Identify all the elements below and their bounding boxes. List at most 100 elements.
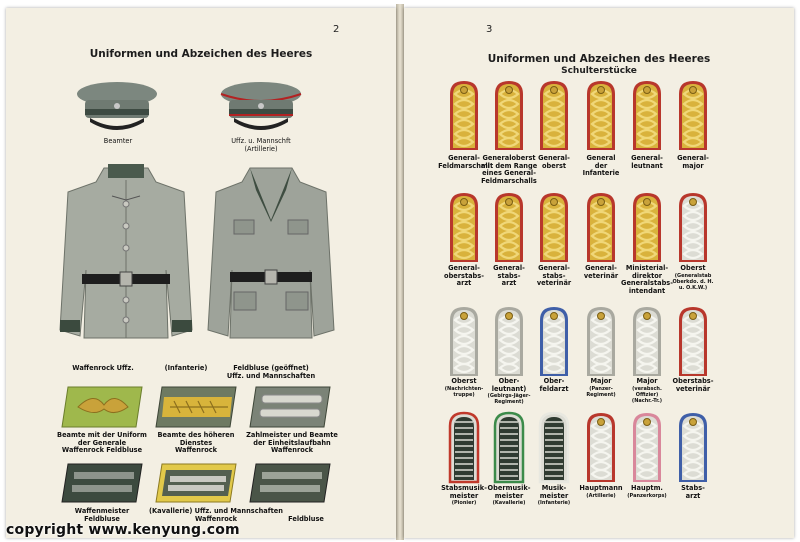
shoulder-board-caption: Ober-feldarzt — [524, 377, 584, 393]
caption-line: General- — [493, 264, 525, 272]
caption-line: arzt — [501, 279, 517, 288]
caption-line: General- — [631, 154, 663, 162]
caption-line: feldarzt — [539, 384, 569, 393]
tunic-caption-infanterie: (Infanterie) — [164, 364, 208, 372]
right-page: 3 Uniformen und Abzeichen des Heeres Sch… — [404, 8, 794, 538]
patch-caption-zahlmeister: Zahlmeister und Beamte der Einheitslaufb… — [246, 431, 338, 455]
feldbluse-tunic-illustration — [207, 167, 335, 339]
caption-line: mit dem Range — [480, 161, 538, 170]
shoulder-board — [495, 307, 523, 376]
caption-subline: (Infanterie) — [537, 500, 571, 507]
caption-line: stabs- — [542, 271, 566, 280]
shoulder-board — [450, 193, 478, 262]
page-title: Uniformen und Abzeichen des Heeres — [487, 53, 711, 65]
caption-subline: (Panzer- — [589, 385, 613, 392]
shoulder-board — [587, 193, 615, 262]
page-subtitle: Schulterstücke — [561, 66, 637, 76]
cap-caption-beamter: Beamter — [103, 137, 133, 145]
caption-line: eines General- — [482, 169, 536, 178]
collar-patch-zahlmeister — [249, 386, 331, 428]
caption-line: veterinär — [583, 271, 619, 280]
caption-subline: Regiment) — [494, 399, 524, 406]
cap-caption-artillery: Uffz. u. Mannschft (Artillerie) — [231, 137, 291, 153]
caption-line: Oberstabs- — [672, 377, 714, 385]
caption-line: veterinär — [675, 384, 711, 393]
shoulder-board — [679, 307, 707, 376]
shoulder-board-caption: General-oberst — [524, 154, 584, 170]
caption-line: General- — [448, 154, 480, 162]
caption-line: intendant — [628, 286, 666, 295]
shoulder-board — [587, 413, 615, 482]
shoulder-board — [538, 411, 570, 484]
shoulder-board-caption: General-oberstabs-arzt — [434, 264, 494, 288]
caption-line: arzt — [456, 279, 472, 288]
caption-line: oberst — [541, 161, 567, 170]
shoulder-board — [587, 81, 615, 150]
caption-subline: truppe) — [453, 391, 475, 398]
shoulder-board-caption: General-major — [663, 154, 723, 170]
shoulder-board-caption: General-veterinär — [571, 264, 631, 280]
tunic-caption-feldbluse: Feldbluse (geöffnet) Uffz. und Mannschaf… — [226, 364, 316, 380]
shoulder-board-caption: Oberstabs-veterinär — [663, 377, 723, 393]
shoulder-board-caption: Stabs-arzt — [663, 484, 723, 500]
collar-patch-kavallerie — [155, 463, 237, 503]
caption-line: meister — [539, 491, 569, 500]
caption-line: direktor — [631, 271, 663, 280]
book-spine — [396, 4, 404, 540]
caption-subline: (Kavallerie) — [492, 500, 526, 507]
waffenrock-tunic-illustration — [59, 164, 193, 339]
caption-line: General- — [677, 154, 709, 162]
caption-line: Infanterie — [582, 169, 620, 178]
shoulder-board — [633, 193, 661, 262]
caption-line: Feldmarschalls — [481, 176, 537, 185]
artillery-cap-illustration — [220, 82, 302, 130]
page-number: 3 — [486, 24, 493, 35]
collar-patch-waffenmeister — [61, 463, 143, 503]
shoulder-board-caption: Stabsmusik-meister(Pionier) — [434, 484, 494, 507]
caption-line: General — [586, 154, 616, 162]
shoulder-board-caption: General-stabs-arzt — [479, 264, 539, 288]
caption-line: Hauptm. — [631, 484, 663, 492]
caption-line: der — [594, 161, 608, 170]
caption-subline: (Generalstab — [674, 272, 712, 279]
shoulder-board-caption: General-stabs-veterinär — [524, 264, 584, 288]
page-number: 2 — [333, 24, 340, 35]
shoulder-board — [679, 81, 707, 150]
shoulder-board — [587, 307, 615, 376]
shoulder-board-caption: Oberst(Nachrichten-truppe) — [434, 377, 494, 398]
patch-caption-feldbluse: Feldbluse — [288, 515, 324, 523]
caption-line: Generaloberst — [482, 154, 536, 162]
shoulder-board — [633, 81, 661, 150]
caption-line: leutnant) — [491, 384, 527, 393]
shoulder-board — [450, 81, 478, 150]
caption-line: Major — [636, 377, 658, 385]
patch-caption-hoeherer-dienst: Beamte des höheren Dienstes Waffenrock — [157, 431, 235, 455]
shoulder-board — [633, 413, 661, 482]
shoulder-board — [540, 193, 568, 262]
caption-line: leutnant — [631, 161, 663, 170]
copyright-watermark: copyright www.kenyung.com — [6, 522, 240, 538]
caption-line: Obermusik- — [487, 484, 531, 492]
caption-subline: (Pionier) — [451, 500, 477, 507]
caption-line: meister — [449, 491, 479, 500]
shoulder-board-caption: Ober-leutnant)(Gebirgs-Jäger-Regiment) — [479, 377, 539, 406]
shoulder-board — [450, 307, 478, 376]
caption-line: Ober- — [498, 377, 520, 385]
caption-line: Oberst — [451, 377, 477, 385]
shoulder-board-caption: Obermusik-meister(Kavallerie) — [479, 484, 539, 507]
shoulder-board — [495, 81, 523, 150]
caption-line: Ober- — [543, 377, 565, 385]
patch-caption-waffenmeister: Waffenmeister Feldbluse — [74, 507, 130, 523]
collar-patch-general — [61, 386, 143, 428]
shoulder-board — [540, 307, 568, 376]
shoulder-board-caption: Major(Panzer-Regiment) — [571, 377, 631, 397]
shoulder-board — [540, 81, 568, 150]
caption-line: General- — [448, 264, 480, 272]
shoulder-board-caption: Musik-meister(Infanterie) — [524, 484, 584, 507]
caption-line: oberstabs- — [444, 271, 484, 280]
caption-line: stabs- — [497, 271, 521, 280]
